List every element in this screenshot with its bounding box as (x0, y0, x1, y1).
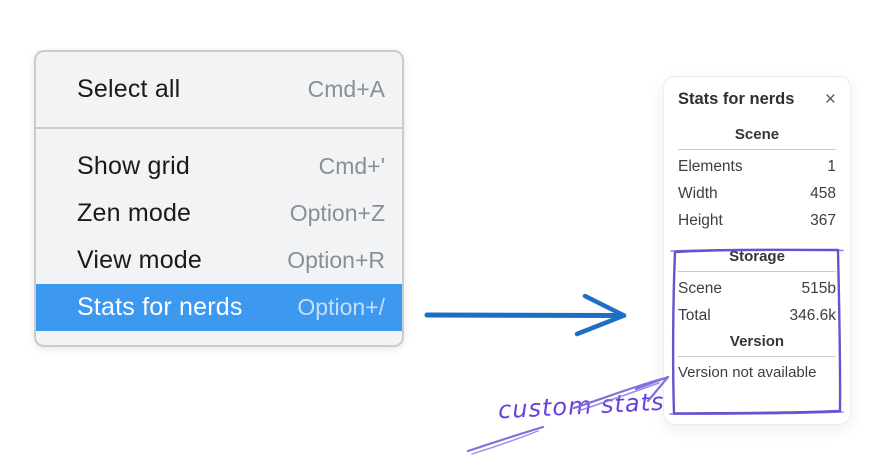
stat-row-elements: Elements 1 (678, 153, 836, 180)
stats-section-scene: Scene Elements 1 Width 458 Height 367 (678, 126, 836, 234)
close-icon[interactable]: × (824, 89, 836, 110)
stat-row-scene-size: Scene 515b (678, 275, 836, 302)
menu-item-label: Stats for nerds (77, 293, 243, 321)
menu-item-label: Select all (77, 75, 181, 103)
menu-item-shortcut: Cmd+A (307, 76, 385, 102)
stat-value: 515b (801, 279, 836, 297)
menu-item-shortcut: Option+/ (297, 294, 385, 320)
stats-panel-title: Stats for nerds (678, 90, 795, 108)
context-menu-section-top: Select all Cmd+A (36, 52, 402, 127)
menu-item-zen-mode[interactable]: Zen mode Option+Z (36, 190, 402, 237)
section-divider (678, 149, 836, 150)
stat-label: Height (678, 211, 723, 229)
stat-value: 346.6k (789, 306, 836, 324)
stat-value: 1 (827, 157, 836, 175)
menu-item-select-all[interactable]: Select all Cmd+A (36, 66, 402, 113)
scene-heading: Scene (734, 126, 780, 143)
stat-value: 458 (810, 184, 836, 202)
storage-heading: Storage (729, 248, 785, 265)
menu-item-label: Show grid (77, 152, 190, 180)
context-menu: Select all Cmd+A Show grid Cmd+' Zen mod… (34, 50, 404, 347)
section-divider (678, 356, 836, 357)
context-menu-section-bottom: Show grid Cmd+' Zen mode Option+Z View m… (36, 129, 402, 345)
menu-item-view-mode[interactable]: View mode Option+R (36, 237, 402, 284)
stat-label: Width (678, 184, 718, 202)
menu-item-label: Zen mode (77, 199, 192, 227)
menu-item-shortcut: Option+Z (289, 200, 385, 226)
section-divider (678, 271, 836, 272)
stats-panel-header: Stats for nerds × (678, 90, 836, 109)
stats-section-version: Version Version not available (678, 333, 836, 381)
menu-item-label: View mode (77, 246, 203, 274)
version-note: Version not available (678, 364, 817, 381)
stat-label: Scene (678, 279, 722, 297)
menu-divider (36, 127, 402, 129)
menu-item-stats-for-nerds[interactable]: Stats for nerds Option+/ (36, 284, 402, 331)
version-heading: Version (729, 333, 785, 350)
stats-panel: Stats for nerds × Scene Elements 1 Width… (663, 76, 851, 425)
stat-row-total-size: Total 346.6k (678, 302, 836, 329)
menu-item-shortcut: Option+R (287, 247, 385, 273)
flow-arrow (424, 293, 627, 337)
stats-section-storage: Storage Scene 515b Total 346.6k (678, 248, 836, 329)
stat-value: 367 (810, 211, 836, 229)
annotation-custom-stats-label: custom stats (497, 387, 666, 425)
stat-label: Total (678, 306, 711, 324)
menu-item-show-grid[interactable]: Show grid Cmd+' (36, 143, 402, 190)
stat-row-height: Height 367 (678, 207, 836, 234)
menu-item-shortcut: Cmd+' (318, 153, 385, 179)
stat-row-width: Width 458 (678, 180, 836, 207)
stat-label: Elements (678, 157, 743, 175)
